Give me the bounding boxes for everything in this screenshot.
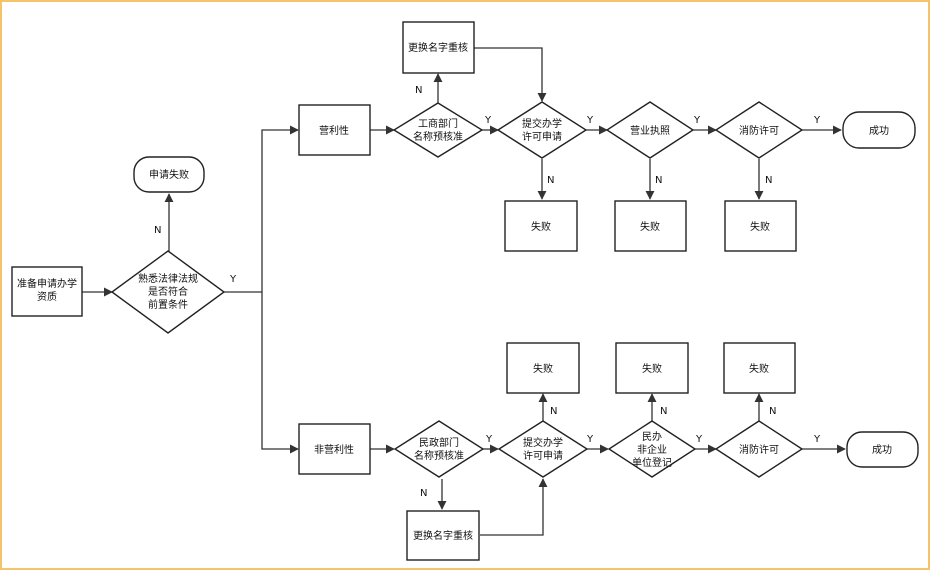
svg-text:名称预核准: 名称预核准: [413, 130, 463, 143]
node-rename-bottom: 更换名字重核: [406, 510, 480, 561]
node-fail-bottom-3: 失败: [723, 342, 796, 394]
svg-text:非企业: 非企业: [637, 443, 667, 456]
label-no: N: [547, 175, 554, 186]
node-submit-top: 提交办学 许可申请: [496, 101, 588, 159]
node-fail-top-3: 失败: [724, 200, 797, 252]
svg-text:许可申请: 许可申请: [522, 130, 562, 143]
svg-text:民办: 民办: [642, 430, 662, 443]
svg-text:更换名字重核: 更换名字重核: [413, 529, 473, 542]
svg-text:单位登记: 单位登记: [632, 456, 672, 469]
svg-text:消防许可: 消防许可: [739, 124, 779, 137]
svg-text:失败: 失败: [750, 220, 770, 233]
node-civil-name-check: 民政部门 名称预核准: [393, 420, 485, 478]
node-success-top: 成功: [842, 111, 916, 149]
node-fail-top-1: 失败: [504, 200, 578, 252]
node-submit-bottom: 提交办学 许可申请: [497, 420, 589, 478]
label-yes: Y: [695, 434, 703, 445]
label-yes: Y: [484, 115, 492, 126]
edge-renametop-to-submittop: [474, 47, 547, 102]
label-yes: Y: [693, 115, 701, 126]
label-yes: Y: [586, 115, 594, 126]
node-nonprofit: 非营利性: [298, 423, 371, 475]
node-prepare: 准备申请办学 资质: [11, 266, 83, 317]
edges: [82, 47, 846, 536]
label-no: N: [769, 406, 776, 417]
label-no: N: [415, 85, 422, 96]
label-yes: Y: [813, 434, 821, 445]
label-no: N: [550, 406, 557, 417]
edge-labels: N Y N Y Y Y Y N N N Y Y Y Y N N N N: [154, 85, 821, 499]
label-yes: Y: [813, 115, 821, 126]
svg-text:许可申请: 许可申请: [523, 449, 563, 462]
svg-text:成功: 成功: [869, 125, 889, 137]
label-no: N: [154, 225, 161, 236]
svg-text:成功: 成功: [872, 444, 892, 456]
node-fail-bottom-2: 失败: [615, 342, 689, 394]
svg-text:提交办学: 提交办学: [523, 436, 563, 449]
svg-text:提交办学: 提交办学: [522, 117, 562, 130]
node-profit: 营利性: [298, 104, 371, 156]
svg-text:是否符合: 是否符合: [148, 285, 188, 298]
node-nonenterprise: 民办 非企业 单位登记: [607, 420, 697, 478]
node-fire-top: 消防许可: [714, 101, 804, 159]
label-no: N: [765, 175, 772, 186]
svg-text:失败: 失败: [533, 362, 553, 375]
svg-text:失败: 失败: [640, 220, 660, 233]
svg-text:更换名字重核: 更换名字重核: [408, 41, 468, 54]
svg-text:失败: 失败: [531, 220, 551, 233]
label-no: N: [655, 175, 662, 186]
label-yes: Y: [229, 274, 237, 285]
node-fail-top-2: 失败: [614, 200, 687, 252]
svg-text:前置条件: 前置条件: [148, 298, 188, 311]
node-fail-bottom-1: 失败: [506, 342, 580, 394]
node-icb-name-check: 工商部门 名称预核准: [392, 102, 484, 158]
svg-text:申请失败: 申请失败: [149, 168, 189, 181]
svg-text:营业执照: 营业执照: [630, 124, 670, 137]
label-no: N: [660, 406, 667, 417]
svg-text:资质: 资质: [37, 291, 57, 303]
node-fire-bottom: 消防许可: [714, 420, 804, 478]
svg-text:工商部门: 工商部门: [418, 117, 458, 130]
svg-text:营利性: 营利性: [319, 124, 349, 137]
label-yes: Y: [586, 434, 594, 445]
svg-text:消防许可: 消防许可: [739, 443, 779, 456]
edge-lawcheck-to-nonprofit: [261, 292, 299, 454]
svg-text:熟悉法律法规: 熟悉法律法规: [138, 272, 198, 285]
svg-text:失败: 失败: [642, 362, 662, 375]
node-success-bottom: 成功: [846, 431, 919, 468]
node-apply-fail: 申请失败: [133, 156, 205, 193]
label-yes: Y: [485, 434, 493, 445]
svg-text:名称预核准: 名称预核准: [414, 449, 464, 462]
node-license: 营业执照: [605, 101, 695, 159]
svg-text:民政部门: 民政部门: [419, 436, 459, 449]
svg-text:非营利性: 非营利性: [314, 443, 354, 456]
svg-text:失败: 失败: [749, 362, 769, 375]
label-no: N: [420, 488, 427, 499]
edge-renamebottom-to-submitbottom: [480, 478, 548, 536]
svg-text:准备申请办学: 准备申请办学: [17, 277, 77, 290]
node-rename-top: 更换名字重核: [402, 21, 475, 74]
edge-lawcheck-to-profit: [224, 125, 299, 293]
node-law-check: 熟悉法律法规 是否符合 前置条件: [110, 250, 226, 334]
